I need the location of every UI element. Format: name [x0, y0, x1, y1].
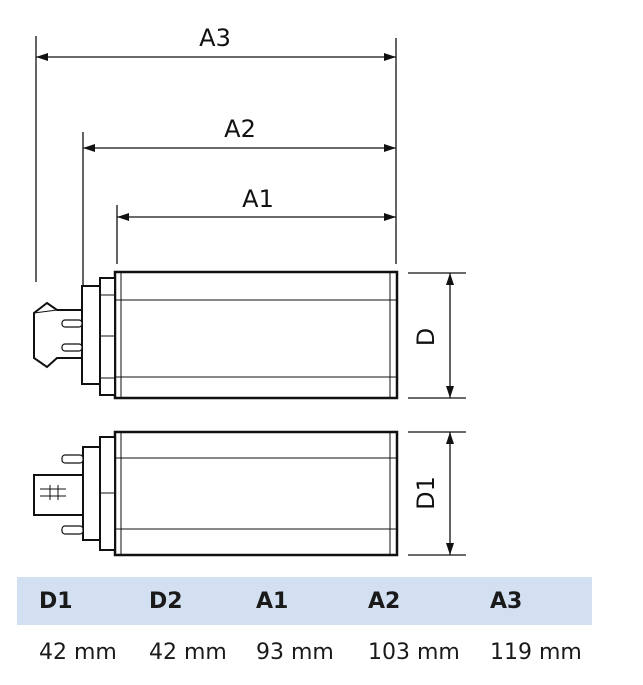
lamp-top-view [33, 270, 399, 400]
header-a3: A3 [490, 588, 523, 614]
header-d1: D1 [39, 588, 73, 614]
table-header-row: D1 D2 A1 A2 A3 [17, 577, 592, 625]
value-a2: 103 mm [368, 640, 460, 665]
header-a1: A1 [256, 588, 289, 614]
d1-label: D1 [412, 476, 440, 510]
lamp-dimension-drawing: A3 A2 A1 D D1 [33, 24, 466, 557]
a3-label: A3 [199, 24, 231, 52]
a2-label: A2 [224, 115, 256, 143]
value-d1: 42 mm [39, 640, 117, 665]
header-a2: A2 [368, 588, 401, 614]
value-a1: 93 mm [256, 640, 334, 665]
table-row: 42 mm 42 mm 93 mm 103 mm 119 mm [17, 625, 592, 680]
value-a3: 119 mm [490, 640, 582, 665]
lamp-side-view [33, 430, 399, 557]
a1-label: A1 [242, 185, 274, 213]
dimensions-table: D1 D2 A1 A2 A3 42 mm 42 mm 93 mm 103 mm … [17, 577, 592, 680]
header-d2: D2 [149, 588, 183, 614]
value-d2: 42 mm [149, 640, 227, 665]
d-label: D [412, 328, 440, 346]
